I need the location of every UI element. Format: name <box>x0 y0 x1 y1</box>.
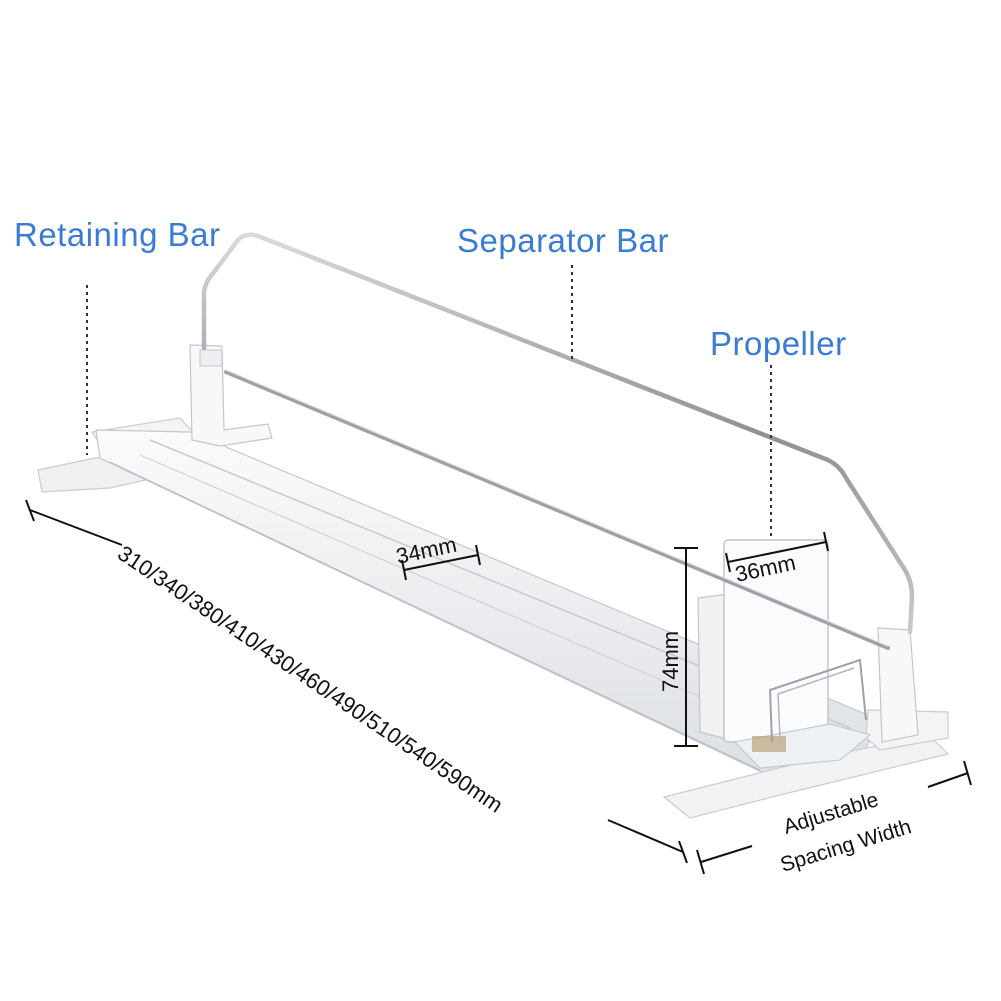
dimension-lines <box>25 499 972 875</box>
spacing-line-left <box>700 845 753 863</box>
propeller-height-label: 74mm <box>658 631 683 692</box>
propeller-base <box>733 723 872 769</box>
separator-bar <box>201 232 915 635</box>
right-upright <box>877 627 919 743</box>
spacing-tick-right <box>963 760 972 786</box>
guide-rod-highlight <box>225 369 889 647</box>
rail-edge <box>109 461 761 771</box>
propeller-width-tick-right <box>823 531 829 552</box>
propeller-width-tick-left <box>725 552 731 573</box>
track-width-tick-right <box>475 544 481 566</box>
retaining-bar-cap <box>199 349 223 367</box>
track-width-line <box>403 554 479 571</box>
track-width-tick-left <box>401 559 407 581</box>
guide-rod <box>224 370 890 650</box>
propeller-spring <box>752 736 786 752</box>
spacing-tick-left <box>696 849 705 875</box>
propeller-label: Propeller <box>710 325 847 362</box>
product-illustration <box>37 232 950 819</box>
length-line-start <box>29 509 123 546</box>
spacing-line-right <box>927 772 969 788</box>
separator-bar-label: Separator Bar <box>457 222 669 259</box>
rail-groove-bottom <box>139 454 801 741</box>
callout-leaders <box>86 265 772 540</box>
propeller-width-line <box>727 541 827 563</box>
length-tick-start <box>25 499 35 522</box>
length-tick-end <box>678 840 688 864</box>
propeller-wire-frame-inner <box>777 667 855 739</box>
retaining-bar-label: Retaining Bar <box>14 216 220 253</box>
length-line-end <box>607 819 684 853</box>
propeller-wire-frame <box>768 658 867 743</box>
